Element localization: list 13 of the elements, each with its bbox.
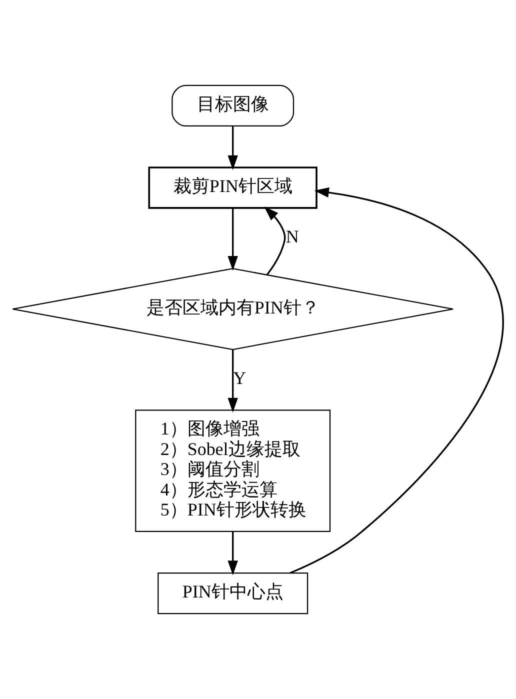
- arrow: [228, 532, 238, 576]
- arrow: [228, 126, 238, 170]
- node-box: 1）图像增强 2）Sobel边缘提取 3）阈值分割 4）形态学运算 5）PIN针形状转换: [135, 410, 331, 532]
- node-box: 目标图像: [172, 84, 294, 126]
- node-box: PIN针中心点: [158, 572, 308, 614]
- node-diamond: 是否区域内有PIN针？: [12, 268, 454, 350]
- edge-label: N: [286, 226, 299, 247]
- arrow: [264, 206, 286, 276]
- arrow: [290, 187, 504, 574]
- edge-label: Y: [233, 368, 246, 388]
- arrow: [228, 350, 238, 412]
- node-box: 裁剪PIN针区域: [148, 166, 318, 209]
- arrow: [228, 208, 238, 271]
